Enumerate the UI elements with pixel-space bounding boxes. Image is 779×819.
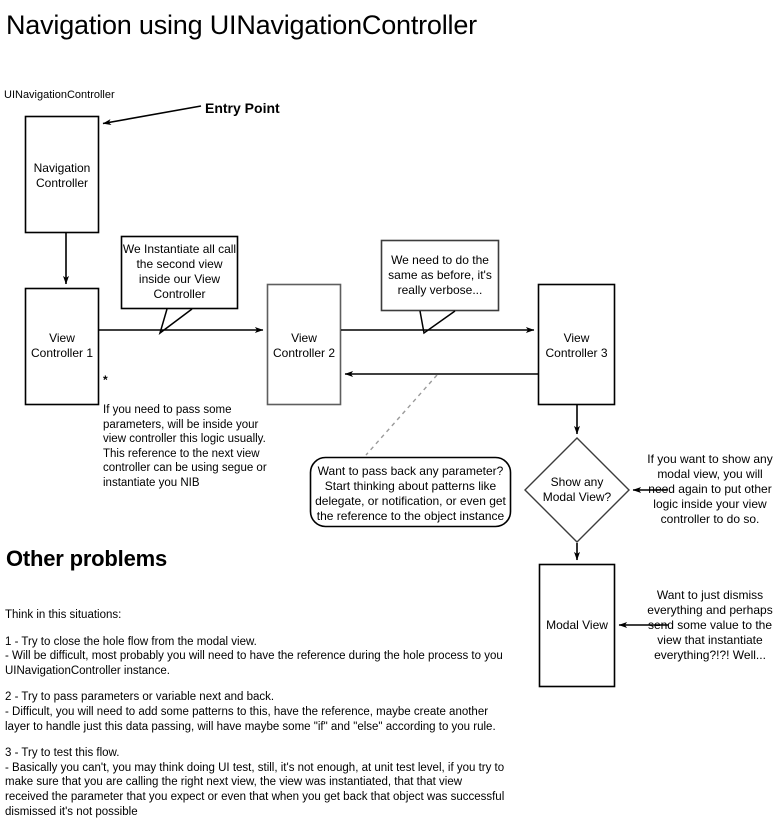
node-decision-label: Show any Modal View? bbox=[542, 475, 612, 504]
node-navigation-controller-label: Navigation Controller bbox=[33, 161, 91, 190]
callout-verbose-label: We need to do the same as before, it's r… bbox=[388, 253, 492, 297]
node-view-controller-3-label: View Controller 3 bbox=[545, 331, 608, 360]
entry-point-label: Entry Point bbox=[205, 100, 280, 116]
page-title: Navigation using UINavigationController bbox=[6, 10, 477, 40]
node-view-controller-2-label: View Controller 2 bbox=[272, 331, 336, 360]
annotation-modal-logic: If you want to show any modal view, you … bbox=[647, 452, 773, 526]
body-copy: Think in this situations: 1 - Try to clo… bbox=[5, 608, 505, 819]
body-intro: Think in this situations: bbox=[5, 609, 122, 621]
section-title: Other problems bbox=[6, 546, 168, 571]
arrow-entry-point bbox=[102, 105, 202, 126]
asterisk-marker: * bbox=[103, 373, 108, 387]
callout-pass-back-label: Want to pass back any parameter? Start t… bbox=[315, 464, 506, 523]
callout-pass-back-leader bbox=[365, 374, 438, 456]
callout-instantiate-label: We Instantiate all call the second view … bbox=[122, 242, 237, 301]
asterisk-note: If you need to pass some parameters, wil… bbox=[103, 404, 267, 489]
body-item-2: 2 - Try to pass parameters or variable n… bbox=[5, 691, 496, 733]
diagram-group-label: UINavigationController bbox=[4, 89, 115, 101]
body-item-3: 3 - Try to test this flow. - Basically y… bbox=[5, 747, 505, 818]
annotation-dismiss: Want to just dismiss everything and perh… bbox=[647, 588, 773, 662]
body-item-1: 1 - Try to close the hole flow from the … bbox=[5, 635, 503, 677]
callout-instantiate-tail bbox=[158, 308, 193, 335]
node-modal-view-label: Modal View bbox=[546, 618, 608, 632]
callout-verbose-tail bbox=[419, 310, 456, 335]
node-view-controller-1-label: View Controller 1 bbox=[30, 331, 94, 360]
